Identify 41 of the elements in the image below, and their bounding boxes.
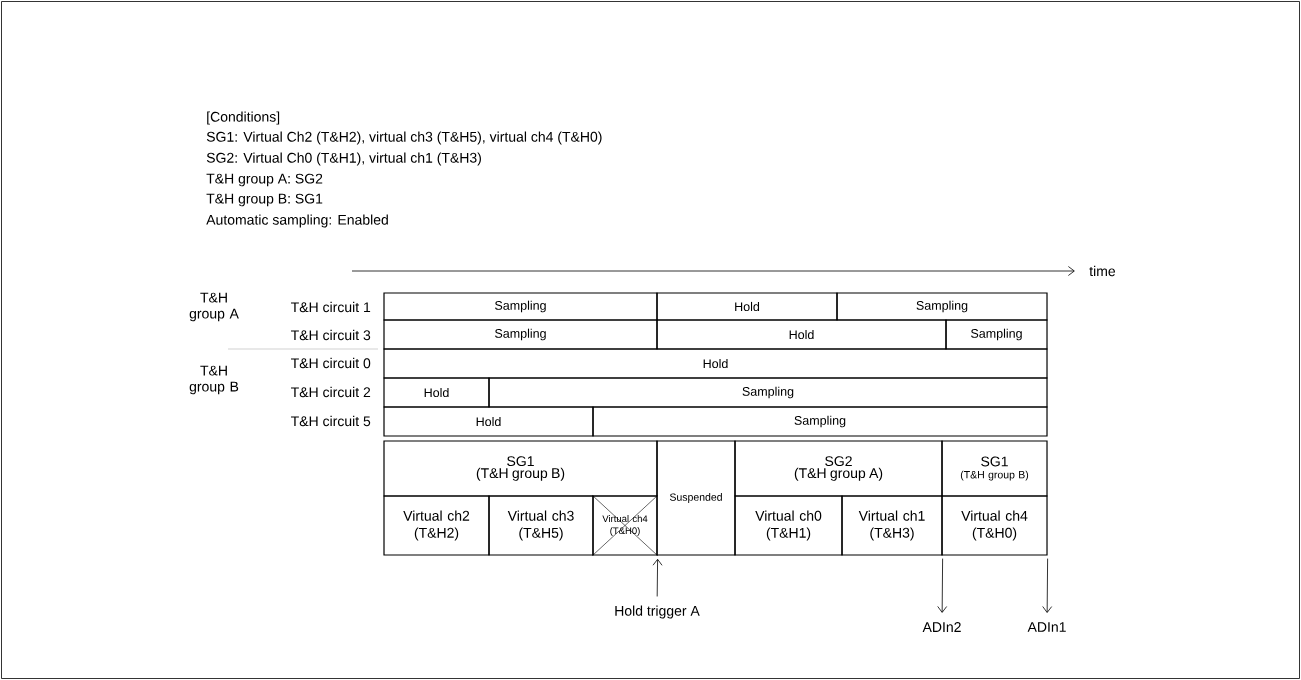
row-label: T&H circuit 5 (291, 415, 371, 427)
arrow (1042, 558, 1053, 613)
timing-cell: Sampling (945, 319, 1048, 350)
timing-cell: Sampling (383, 292, 658, 321)
channel-cell: Virtual ch0 (T&H1) (734, 495, 843, 556)
row-label: T&H circuit 1 (291, 301, 371, 313)
group-header-cell: SG2 (T&H group A) (734, 440, 943, 497)
timing-cell: Sampling (488, 377, 1048, 408)
channel-cell: Virtual ch2 (T&H2) (383, 495, 490, 556)
arrow (652, 558, 663, 597)
group-header-cell: SG1 (T&H group B) (941, 440, 1048, 497)
channel-cell: Virtual ch4 (T&H0) (941, 495, 1048, 556)
timing-cell: Hold (383, 406, 594, 437)
timing-cell: Hold (383, 348, 1048, 379)
group-header-cell: SG1 (T&H group B) (383, 440, 658, 497)
row-label: T&H circuit 0 (291, 357, 371, 369)
timing-cell: Sampling (383, 319, 658, 350)
timing-cell: Hold (656, 319, 947, 350)
condition-text: T&H group A: SG2 (206, 173, 323, 187)
row-label: T&H circuit 2 (291, 386, 371, 398)
timing-cell: Hold (383, 377, 490, 408)
group-label: T&H group A (189, 292, 239, 322)
timing-cell: Hold (656, 292, 838, 321)
condition-text: T&H group B: SG1 (206, 193, 323, 207)
timing-cell: Sampling (592, 406, 1048, 437)
row-label: T&H circuit 3 (291, 329, 371, 341)
condition-text: SG2: Virtual Ch0 (T&H1), virtual ch1 (T&H3) (206, 152, 481, 166)
signal-label: ADIn2 (922, 622, 961, 632)
suspended-cell: Suspended (656, 440, 736, 556)
crossed-channel-cell: Virtual ch4 (T&H0) (592, 495, 658, 556)
condition-text: [Conditions] (207, 111, 280, 125)
arrow (937, 558, 948, 613)
channel-cell: Virtual ch1 (T&H3) (841, 495, 943, 556)
condition-text: SG1: Virtual Ch2 (T&H2), virtual ch3 (T&H5), virtual ch4 (T&H0) (206, 131, 602, 145)
signal-label: ADIn1 (1027, 622, 1066, 632)
timing-cell: Sampling (836, 292, 1048, 321)
axis-label: time (1089, 265, 1116, 277)
group-label: T&H group B (189, 365, 239, 395)
condition-text: Automatic sampling: Enabled (206, 214, 388, 228)
channel-cell: Virtual ch3 (T&H5) (488, 495, 594, 556)
signal-label: Hold trigger A (615, 605, 700, 619)
